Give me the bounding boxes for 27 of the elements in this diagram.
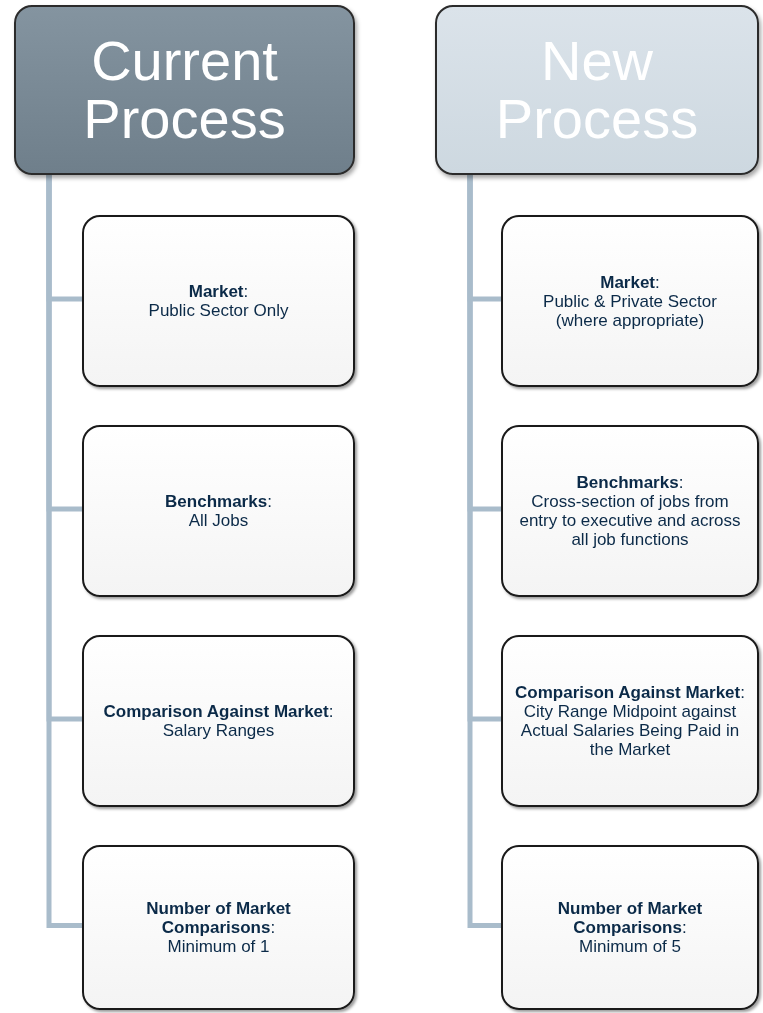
- item-description: Public & Private Sector (where appropriate): [542, 291, 718, 330]
- item-heading: Market:: [600, 272, 660, 292]
- process-box: [501, 635, 759, 807]
- item-description: Public Sector Only: [148, 301, 289, 320]
- item-heading: Benchmarks:: [165, 492, 272, 511]
- item-description: Minimum of 5: [579, 937, 681, 956]
- item-heading: Benchmarks:: [576, 473, 684, 492]
- process-box: [82, 215, 355, 387]
- item-heading: Number of Market Comparisons:: [145, 899, 292, 937]
- header-box: [14, 5, 355, 175]
- process-box: [82, 635, 355, 807]
- process-box: [501, 845, 759, 1010]
- item-heading: Comparison Against Market:: [515, 683, 745, 702]
- process-box: [501, 215, 759, 387]
- process-box: [82, 845, 355, 1010]
- item-description: City Range Midpoint against Actual Salaries Being Paid in the Market: [519, 702, 741, 759]
- item-heading: Market:: [188, 282, 249, 301]
- header-title: Current Process: [82, 32, 287, 148]
- header-box: [435, 5, 759, 175]
- item-description: Salary Ranges: [162, 721, 275, 740]
- item-description: Cross-section of jobs from entry to executive and across all job functions: [518, 492, 742, 549]
- process-box: [82, 425, 355, 597]
- item-heading: Comparison Against Market:: [103, 702, 334, 721]
- item-description: Minimum of 1: [167, 937, 270, 956]
- process-box: [501, 425, 759, 597]
- item-description: All Jobs: [188, 511, 249, 530]
- item-heading: Number of Market Comparisons:: [556, 899, 704, 937]
